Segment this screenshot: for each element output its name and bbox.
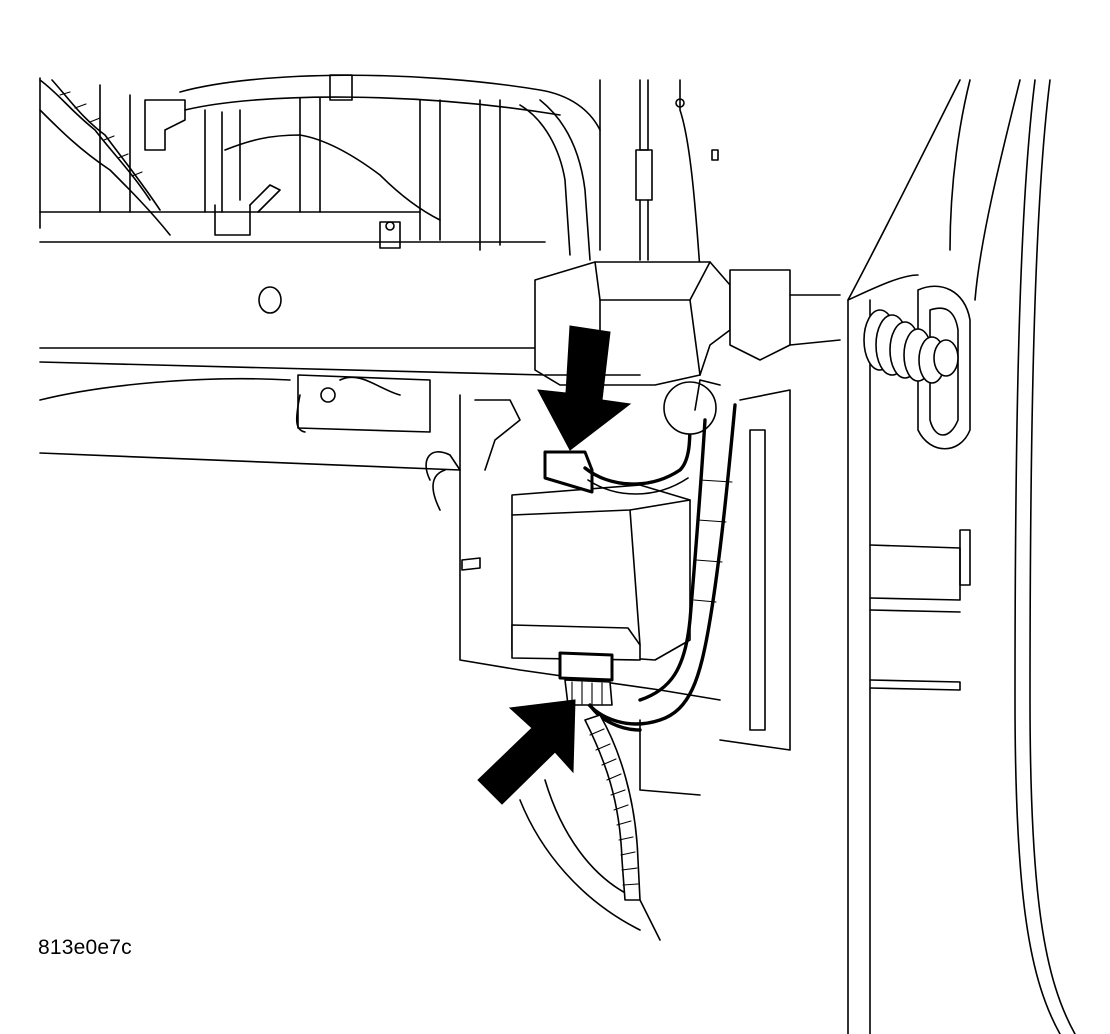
cable-rod [635,79,719,271]
lower-left-structure [39,374,461,471]
wiring-harness [583,403,737,726]
arrow-up-right-icon [477,699,576,805]
cross-member [39,241,841,386]
figure-code: 813e0e7c [38,936,132,959]
control-module [511,484,691,661]
bellows-grommet [863,309,959,384]
lower-connector [558,651,642,732]
arrow-down-icon [537,325,632,451]
door-pillar [847,79,1076,1034]
module-bracket [425,389,791,941]
hvac-housing [39,74,601,261]
conduit [584,714,641,901]
upper-connector [543,379,721,495]
